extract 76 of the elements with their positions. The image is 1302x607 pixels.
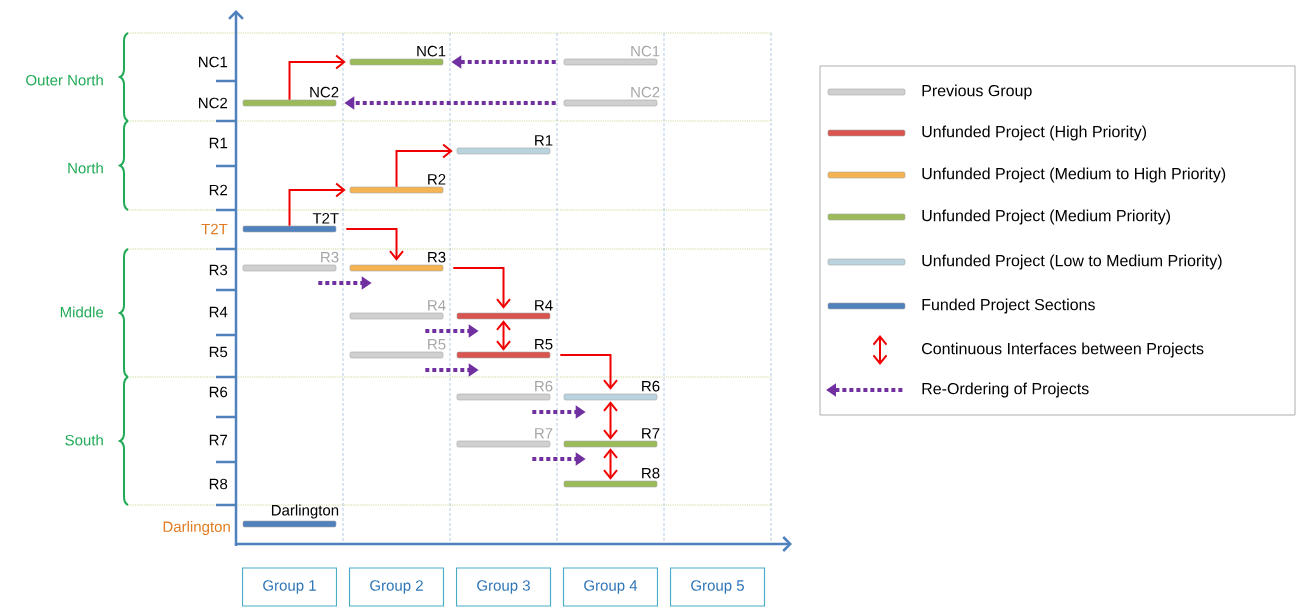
project-bar: R6 — [563, 380, 660, 401]
node-label: R5 — [535, 339, 553, 350]
legend-text: Previous Group — [922, 84, 1032, 100]
section-label: Middle — [60, 306, 104, 318]
node-label: R1 — [535, 135, 553, 146]
node-label: NC1 — [417, 45, 446, 57]
row-label: NC2 — [199, 97, 228, 109]
legend-text: Re-Ordering of Projects — [922, 382, 1089, 398]
project-bar: Darlington — [242, 504, 339, 528]
node-label: R6 — [535, 380, 553, 392]
row-label: R3 — [209, 264, 228, 276]
group-box: Group 2 — [348, 567, 445, 607]
project-bar: NC1 — [349, 45, 446, 66]
project-bar: R1 — [456, 135, 553, 155]
project-bar: R5 — [456, 339, 553, 359]
project-bar: T2T — [242, 213, 339, 233]
node-label: R7 — [535, 428, 553, 439]
group-box: Group 3 — [455, 567, 552, 607]
node-label: R7 — [642, 428, 660, 439]
row-label: R2 — [209, 184, 228, 196]
legend-text: Unfunded Project (High Priority) — [922, 125, 1146, 141]
node-label: R2 — [428, 174, 446, 185]
project-bar: R5 — [349, 339, 446, 359]
arrow — [452, 267, 511, 309]
project-bar: R8 — [563, 467, 660, 488]
project-bar: NC2 — [563, 86, 660, 107]
project-bar: R2 — [349, 174, 446, 194]
legend-text: Unfunded Project (Low to Medium Priority) — [922, 254, 1222, 270]
node-label: R6 — [642, 380, 660, 392]
project-bar: R4 — [456, 300, 553, 320]
section-label: South — [65, 434, 103, 446]
project-bar: R3 — [349, 251, 446, 272]
project-bar: R6 — [456, 380, 553, 401]
legend-text: Funded Project Sections — [922, 298, 1095, 314]
arrow — [345, 228, 404, 261]
node-label: R4 — [428, 300, 446, 311]
arrow — [288, 182, 346, 227]
row-label: R7 — [209, 434, 228, 446]
row-label: T2T — [201, 223, 228, 235]
group-box: Group 1 — [241, 567, 338, 607]
group-box: Group 4 — [562, 567, 659, 607]
legend-text: Continuous Interfaces between Projects — [922, 342, 1204, 358]
group-box: Group 5 — [669, 567, 766, 607]
project-bar: R7 — [456, 428, 553, 448]
legend-text: Unfunded Project (Medium Priority) — [922, 209, 1170, 225]
node-label: R3 — [428, 251, 446, 263]
node-label: R8 — [642, 467, 660, 479]
row-label: Darlington — [163, 521, 230, 535]
row-label: NC1 — [199, 56, 228, 68]
node-label: R5 — [428, 339, 446, 350]
arrow — [603, 448, 618, 480]
legend-text: Unfunded Project (Medium to High Priority) — [922, 167, 1226, 183]
project-bar: NC2 — [242, 86, 339, 107]
arrow — [559, 354, 618, 390]
project-bar: NC1 — [563, 45, 660, 66]
node-label: NC2 — [631, 86, 660, 98]
row-label: R8 — [209, 478, 228, 490]
node-label: R3 — [321, 251, 339, 263]
section-label: Outer North — [26, 74, 103, 86]
arrow — [603, 401, 618, 440]
project-bar: R7 — [563, 428, 660, 448]
row-label: R6 — [209, 386, 228, 398]
row-label: R1 — [209, 137, 228, 149]
node-label: R4 — [535, 300, 553, 311]
project-bar: R4 — [349, 300, 446, 320]
section-label: North — [68, 162, 103, 174]
arrow — [288, 54, 346, 101]
project-bar: R3 — [242, 251, 339, 272]
node-label: NC2 — [310, 86, 339, 98]
arrow — [496, 320, 511, 351]
arrow — [395, 143, 453, 188]
row-label: R5 — [209, 346, 228, 358]
node-label: Darlington — [271, 504, 339, 519]
row-label: R4 — [209, 306, 228, 318]
node-label: T2T — [312, 213, 339, 224]
node-label: NC1 — [631, 45, 660, 57]
